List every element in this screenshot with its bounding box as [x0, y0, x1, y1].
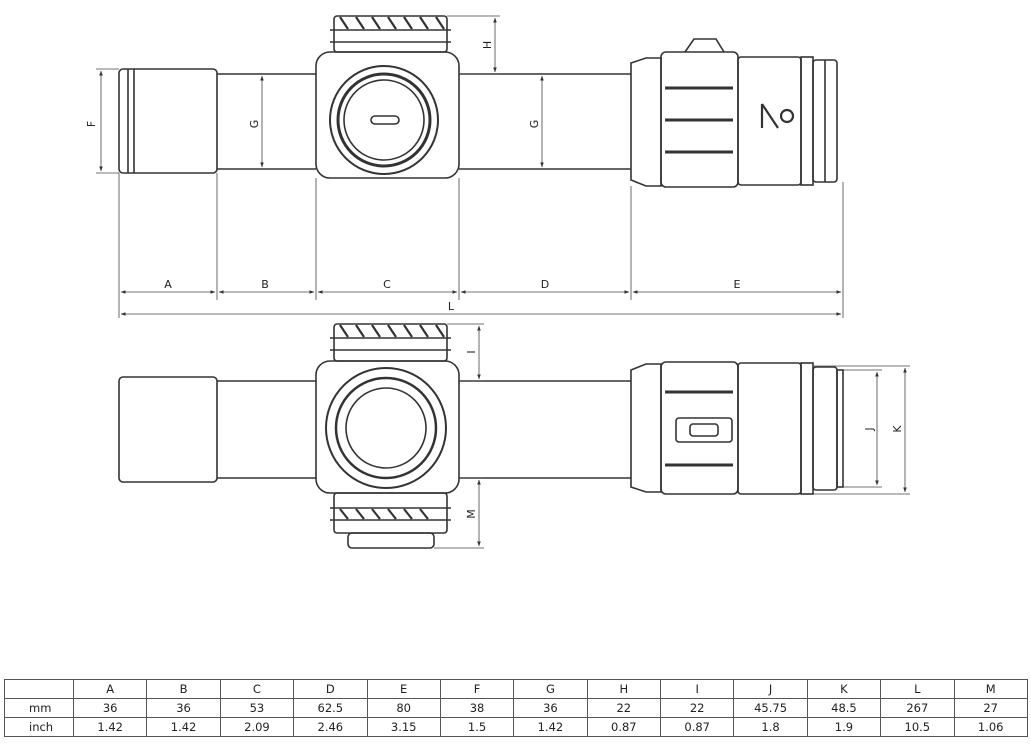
- power-ring-side: [660, 361, 739, 495]
- table-cell: 1.42: [513, 717, 588, 737]
- label-m: M: [465, 509, 478, 519]
- table-header-cell: K: [806, 679, 882, 699]
- table-header-cell: I: [659, 679, 735, 699]
- scope-top-view: [118, 15, 838, 188]
- row-unit-label: inch: [4, 717, 74, 737]
- table-cell: 1.5: [439, 717, 515, 737]
- table-cell: 1.06: [953, 717, 1028, 737]
- label-i: I: [465, 350, 478, 353]
- label-d: D: [541, 278, 549, 291]
- table-cell: 36: [146, 698, 221, 718]
- table-cell: 36: [72, 698, 148, 718]
- top-view-dimensions: [96, 15, 844, 318]
- table-cell: 27: [953, 698, 1028, 718]
- label-g-left: G: [248, 120, 261, 129]
- table-header-cell: A: [72, 679, 148, 699]
- table-cell: 267: [880, 698, 955, 718]
- label-c: C: [383, 278, 391, 291]
- label-k: K: [891, 425, 904, 433]
- table-cell: 3.15: [366, 717, 441, 737]
- label-b: B: [261, 278, 269, 291]
- table-header-cell: F: [439, 679, 515, 699]
- table-cell: 2.46: [293, 717, 368, 737]
- table-cell: 1.9: [806, 717, 882, 737]
- label-a: A: [164, 278, 172, 291]
- table-header-cell: J: [733, 679, 808, 699]
- table-row-inch: inch 1.42 1.42 2.09 2.46 3.15 1.5 1.42 0…: [4, 717, 1028, 737]
- table-cell: 10.5: [880, 717, 955, 737]
- scope-dimension-drawing: A B C D E L F G G H: [85, 15, 910, 549]
- table-header-cell: G: [513, 679, 588, 699]
- table-header-cell: D: [293, 679, 368, 699]
- table-cell: 38: [439, 698, 515, 718]
- table-header-cell: B: [146, 679, 221, 699]
- table-cell: 53: [219, 698, 295, 718]
- table-cell: 1.42: [146, 717, 221, 737]
- table-cell: 0.87: [586, 717, 662, 737]
- table-header-cell: M: [953, 679, 1028, 699]
- top-view-labels: A B C D E L F G G H: [85, 41, 741, 313]
- table-cell: 80: [366, 698, 441, 718]
- label-g-right: G: [528, 120, 541, 129]
- label-e: E: [734, 278, 741, 291]
- label-l: L: [448, 300, 455, 313]
- table-cell: 48.5: [806, 698, 882, 718]
- row-unit-label: mm: [4, 698, 74, 718]
- turret-housing-side: [315, 360, 460, 494]
- table-cell: 1.42: [72, 717, 148, 737]
- table-cell: 2.09: [219, 717, 295, 737]
- objective-bell-side: [118, 376, 218, 483]
- side-view-dimensions: [434, 323, 910, 549]
- table-header-cell: H: [586, 679, 662, 699]
- side-view-labels: I M J K: [465, 350, 904, 518]
- table-header-cell: [4, 679, 74, 699]
- table-header-cell: E: [366, 679, 441, 699]
- eyepiece-side: [737, 362, 802, 495]
- label-h: H: [481, 41, 494, 49]
- table-cell: 0.87: [659, 717, 735, 737]
- table-cell: 62.5: [293, 698, 368, 718]
- table-header-row: A B C D E F G H I J K L M: [4, 679, 1028, 699]
- scope-side-view: [118, 323, 844, 549]
- table-cell: 45.75: [733, 698, 808, 718]
- table-header-cell: L: [880, 679, 955, 699]
- table-row-mm: mm 36 36 53 62.5 80 38 36 22 22 45.75 48…: [4, 698, 1028, 718]
- objective-bell: [118, 68, 218, 174]
- dimensions-table: A B C D E F G H I J K L M mm 36 36 53 62…: [4, 679, 1028, 737]
- table-header-cell: C: [219, 679, 295, 699]
- label-j: J: [863, 427, 876, 431]
- table-cell: 36: [513, 698, 588, 718]
- table-cell: 22: [586, 698, 662, 718]
- label-f: F: [85, 121, 98, 127]
- table-cell: 1.8: [733, 717, 808, 737]
- table-cell: 22: [659, 698, 735, 718]
